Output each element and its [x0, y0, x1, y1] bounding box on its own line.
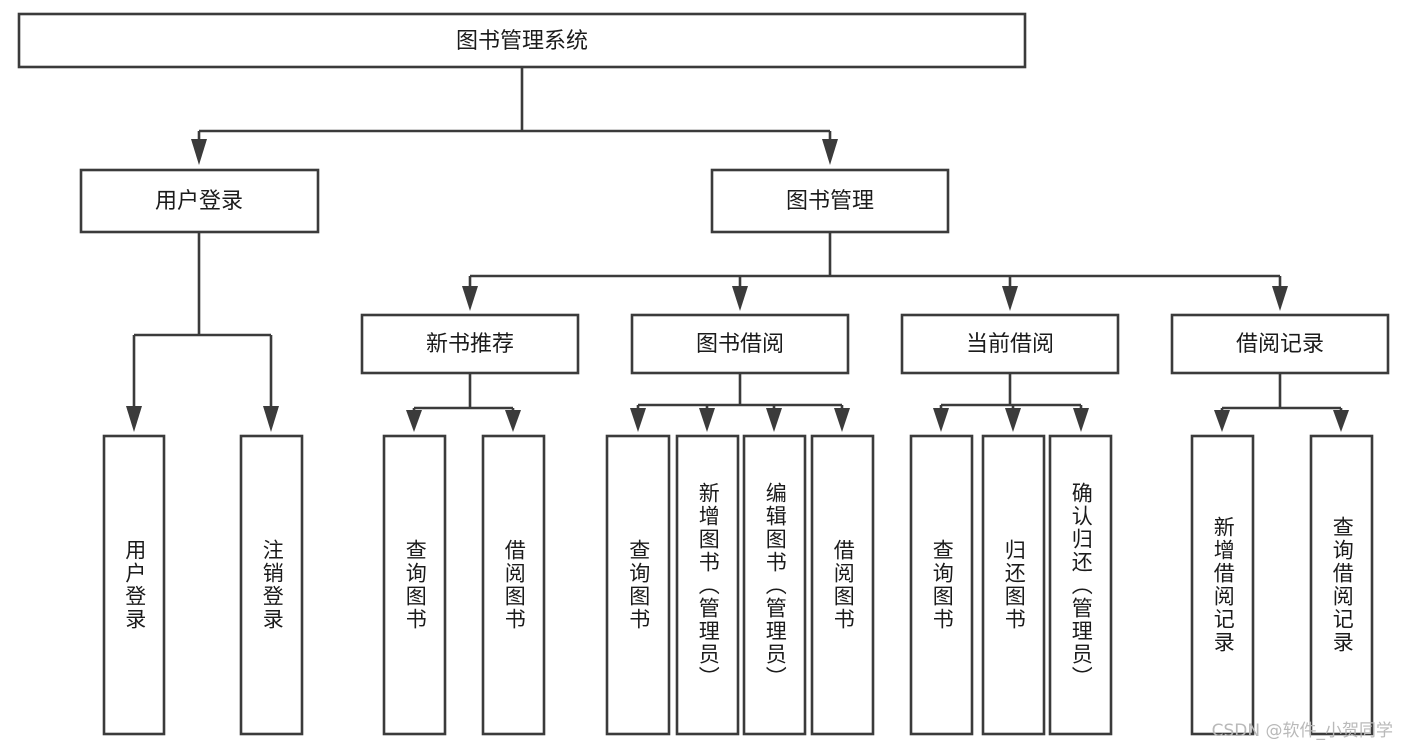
arrow-head-book-borrow: [732, 286, 748, 311]
leaf-query-book-recommend-box[interactable]: [382, 434, 447, 736]
arrow-head-leaf-query-borrow-record: [1333, 410, 1349, 432]
leaf-add-book-box[interactable]: [675, 434, 740, 736]
leaf-return-book-box[interactable]: [981, 434, 1046, 736]
node-book-management[interactable]: 图书管理: [710, 168, 950, 234]
arrow-head-leaf-borrow-book: [834, 408, 850, 432]
node-root[interactable]: 图书管理系统: [17, 12, 1027, 69]
leaf-borrow-book-recommend-box[interactable]: [481, 434, 546, 736]
node-user-login[interactable]: 用户登录: [79, 168, 320, 234]
leaf-edit-book-box[interactable]: [742, 434, 807, 736]
leaf-query-borrow-record-box[interactable]: [1309, 434, 1374, 736]
arrow-head-current-borrow: [1002, 286, 1018, 311]
node-current-borrow-label: 当前借阅: [966, 332, 1054, 357]
connector-group-current-borrow: [933, 373, 1089, 432]
arrow-head-leaf-edit-book: [766, 408, 782, 432]
connector-group-borrow-records: [1214, 373, 1349, 432]
csdn-watermark: CSDN @软件_小贺同学: [1211, 721, 1393, 741]
connector-group-book-borrow: [630, 373, 850, 432]
leaf-add-borrow-record-box[interactable]: [1190, 434, 1255, 736]
arrow-head-leaf-confirm-return: [1073, 408, 1089, 432]
leaf-user-logout-box[interactable]: [239, 434, 304, 736]
arrow-head-leaf-return-book: [1005, 408, 1021, 432]
leaf-user-login-box[interactable]: [102, 434, 166, 736]
node-borrow-records[interactable]: 借阅记录: [1170, 313, 1390, 375]
node-user-login-label: 用户登录: [155, 189, 243, 214]
leaf-query-book-current-box[interactable]: [909, 434, 974, 736]
connector-group-user-login: [126, 232, 279, 432]
arrow-head-leaf-user-login: [126, 406, 142, 432]
node-borrow-records-box[interactable]: [1170, 313, 1390, 375]
arrow-head-borrow-records: [1272, 286, 1288, 311]
node-book-borrow-label: 图书借阅: [696, 332, 784, 357]
arrow-head-leaf-add-borrow-record: [1214, 410, 1230, 432]
node-root-label: 图书管理系统: [456, 29, 588, 54]
node-book-borrow[interactable]: 图书借阅: [630, 313, 850, 375]
arrow-head-leaf-query-book-recommend: [406, 410, 422, 432]
arrow-head-leaf-query-book-borrow: [630, 408, 646, 432]
arrow-head-book-management: [822, 139, 838, 165]
node-book-borrow-box[interactable]: [630, 313, 850, 375]
node-new-book-recommend[interactable]: 新书推荐: [360, 313, 580, 375]
leaf-query-book-borrow-box[interactable]: [605, 434, 671, 736]
node-new-book-recommend-label: 新书推荐: [426, 332, 514, 357]
connector-group-new-book-recommend: [406, 373, 521, 432]
leaf-confirm-return-box[interactable]: [1048, 434, 1113, 736]
arrow-head-user-login: [191, 139, 207, 165]
leaf-borrow-book-box[interactable]: [810, 434, 875, 736]
arrow-head-leaf-add-book: [699, 408, 715, 432]
arrow-head-leaf-borrow-book-recommend: [505, 410, 521, 432]
arrow-head-new-book-recommend: [462, 286, 478, 311]
node-new-book-recommend-box[interactable]: [360, 313, 580, 375]
connector-group-book-management: [462, 232, 1288, 311]
node-root-box[interactable]: [17, 12, 1027, 69]
arrow-head-leaf-query-book-current: [933, 408, 949, 432]
node-current-borrow[interactable]: 当前借阅: [900, 313, 1120, 375]
node-book-management-label: 图书管理: [786, 189, 874, 214]
node-user-login-box[interactable]: [79, 168, 320, 234]
arrow-head-leaf-user-logout: [263, 406, 279, 432]
node-book-management-box[interactable]: [710, 168, 950, 234]
node-borrow-records-label: 借阅记录: [1236, 332, 1324, 357]
node-current-borrow-box[interactable]: [900, 313, 1120, 375]
leaf-boxes: [102, 434, 1374, 736]
connector-group-root: [191, 67, 838, 165]
